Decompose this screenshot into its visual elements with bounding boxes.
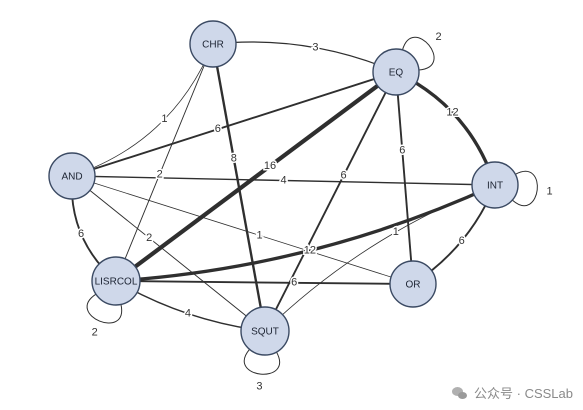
self-loop-weight-label: 1 (547, 185, 553, 197)
edge-weight-label: 1 (161, 113, 167, 125)
edge-weight-label: 1 (393, 226, 399, 238)
edge-int-lisrcol (115, 183, 496, 283)
node-or: OR (389, 260, 437, 308)
edge-chr-lisrcol (115, 43, 214, 282)
node-circle (471, 161, 519, 209)
node-label: SQUT (251, 327, 279, 338)
edge-eq-and (71, 71, 397, 177)
edge-weight-label: 1 (256, 229, 262, 241)
edge-weight-label: 8 (231, 153, 237, 165)
edge-chr-eq (212, 41, 397, 73)
node-circle (372, 48, 420, 96)
node-circle (48, 152, 96, 200)
edge-eq-squt (264, 71, 397, 332)
edge-weight-label: 4 (185, 307, 191, 319)
edge-and-int (71, 175, 496, 186)
self-loop-squt (243, 349, 280, 375)
edge-weight-label: 12 (446, 106, 458, 118)
edge-weight-label: 12 (304, 244, 316, 256)
node-label: AND (61, 172, 82, 183)
edge-weight-label: 6 (341, 170, 347, 182)
node-squt: SQUT (240, 306, 290, 356)
edge-weight-label: 2 (146, 232, 152, 244)
node-circle (189, 20, 237, 68)
node-and: AND (48, 152, 96, 200)
wechat-icon (452, 386, 468, 400)
edge-eq-or (395, 71, 414, 285)
node-label: INT (487, 181, 503, 192)
node-int: INT (471, 161, 519, 209)
watermark: 公众号 · CSSLab (452, 383, 573, 402)
edge-weight-label: 3 (312, 42, 318, 54)
edge-eq-lisrcol (114, 70, 398, 283)
node-eq: EQ (372, 48, 420, 96)
edge-weight-label: 6 (215, 123, 221, 135)
edge-weight-label: 4 (280, 174, 286, 186)
self-loop-lisrcol (86, 293, 123, 324)
self-loop-weight-label: 2 (92, 327, 98, 339)
edge-chr-and (71, 43, 214, 177)
node-chr: CHR (189, 20, 237, 68)
edge-and-or (71, 175, 414, 285)
self-loop-layer (86, 36, 538, 375)
edge-int-squt (264, 184, 496, 332)
edge-weight-label: 6 (78, 228, 84, 240)
node-circle (240, 306, 290, 356)
self-loop-weight-label: 2 (436, 31, 442, 43)
self-loop-weight-label: 3 (256, 381, 262, 393)
self-loop-eq (401, 36, 435, 71)
self-loop-int (512, 171, 538, 207)
node-circle (91, 256, 141, 306)
node-label: CHR (202, 40, 224, 51)
edge-weight-label: 2 (157, 168, 163, 180)
node-label: OR (406, 280, 421, 291)
node-label: LISRCOL (95, 277, 138, 288)
node-lisrcol: LISRCOL (91, 256, 141, 306)
edge-lisrcol-or (115, 280, 414, 285)
node-layer: CHR EQ AND INT LISRCOL OR SQUT (48, 20, 519, 356)
node-circle (389, 260, 437, 308)
node-label: EQ (389, 68, 404, 79)
edge-weight-label: 6 (291, 277, 297, 289)
watermark-text: 公众号 · CSSLab (474, 386, 573, 401)
edge-and-squt (71, 175, 266, 332)
edge-weight-label: 6 (459, 235, 465, 247)
edge-weight-label: 6 (399, 144, 405, 156)
edge-weight-label: 16 (264, 160, 276, 172)
